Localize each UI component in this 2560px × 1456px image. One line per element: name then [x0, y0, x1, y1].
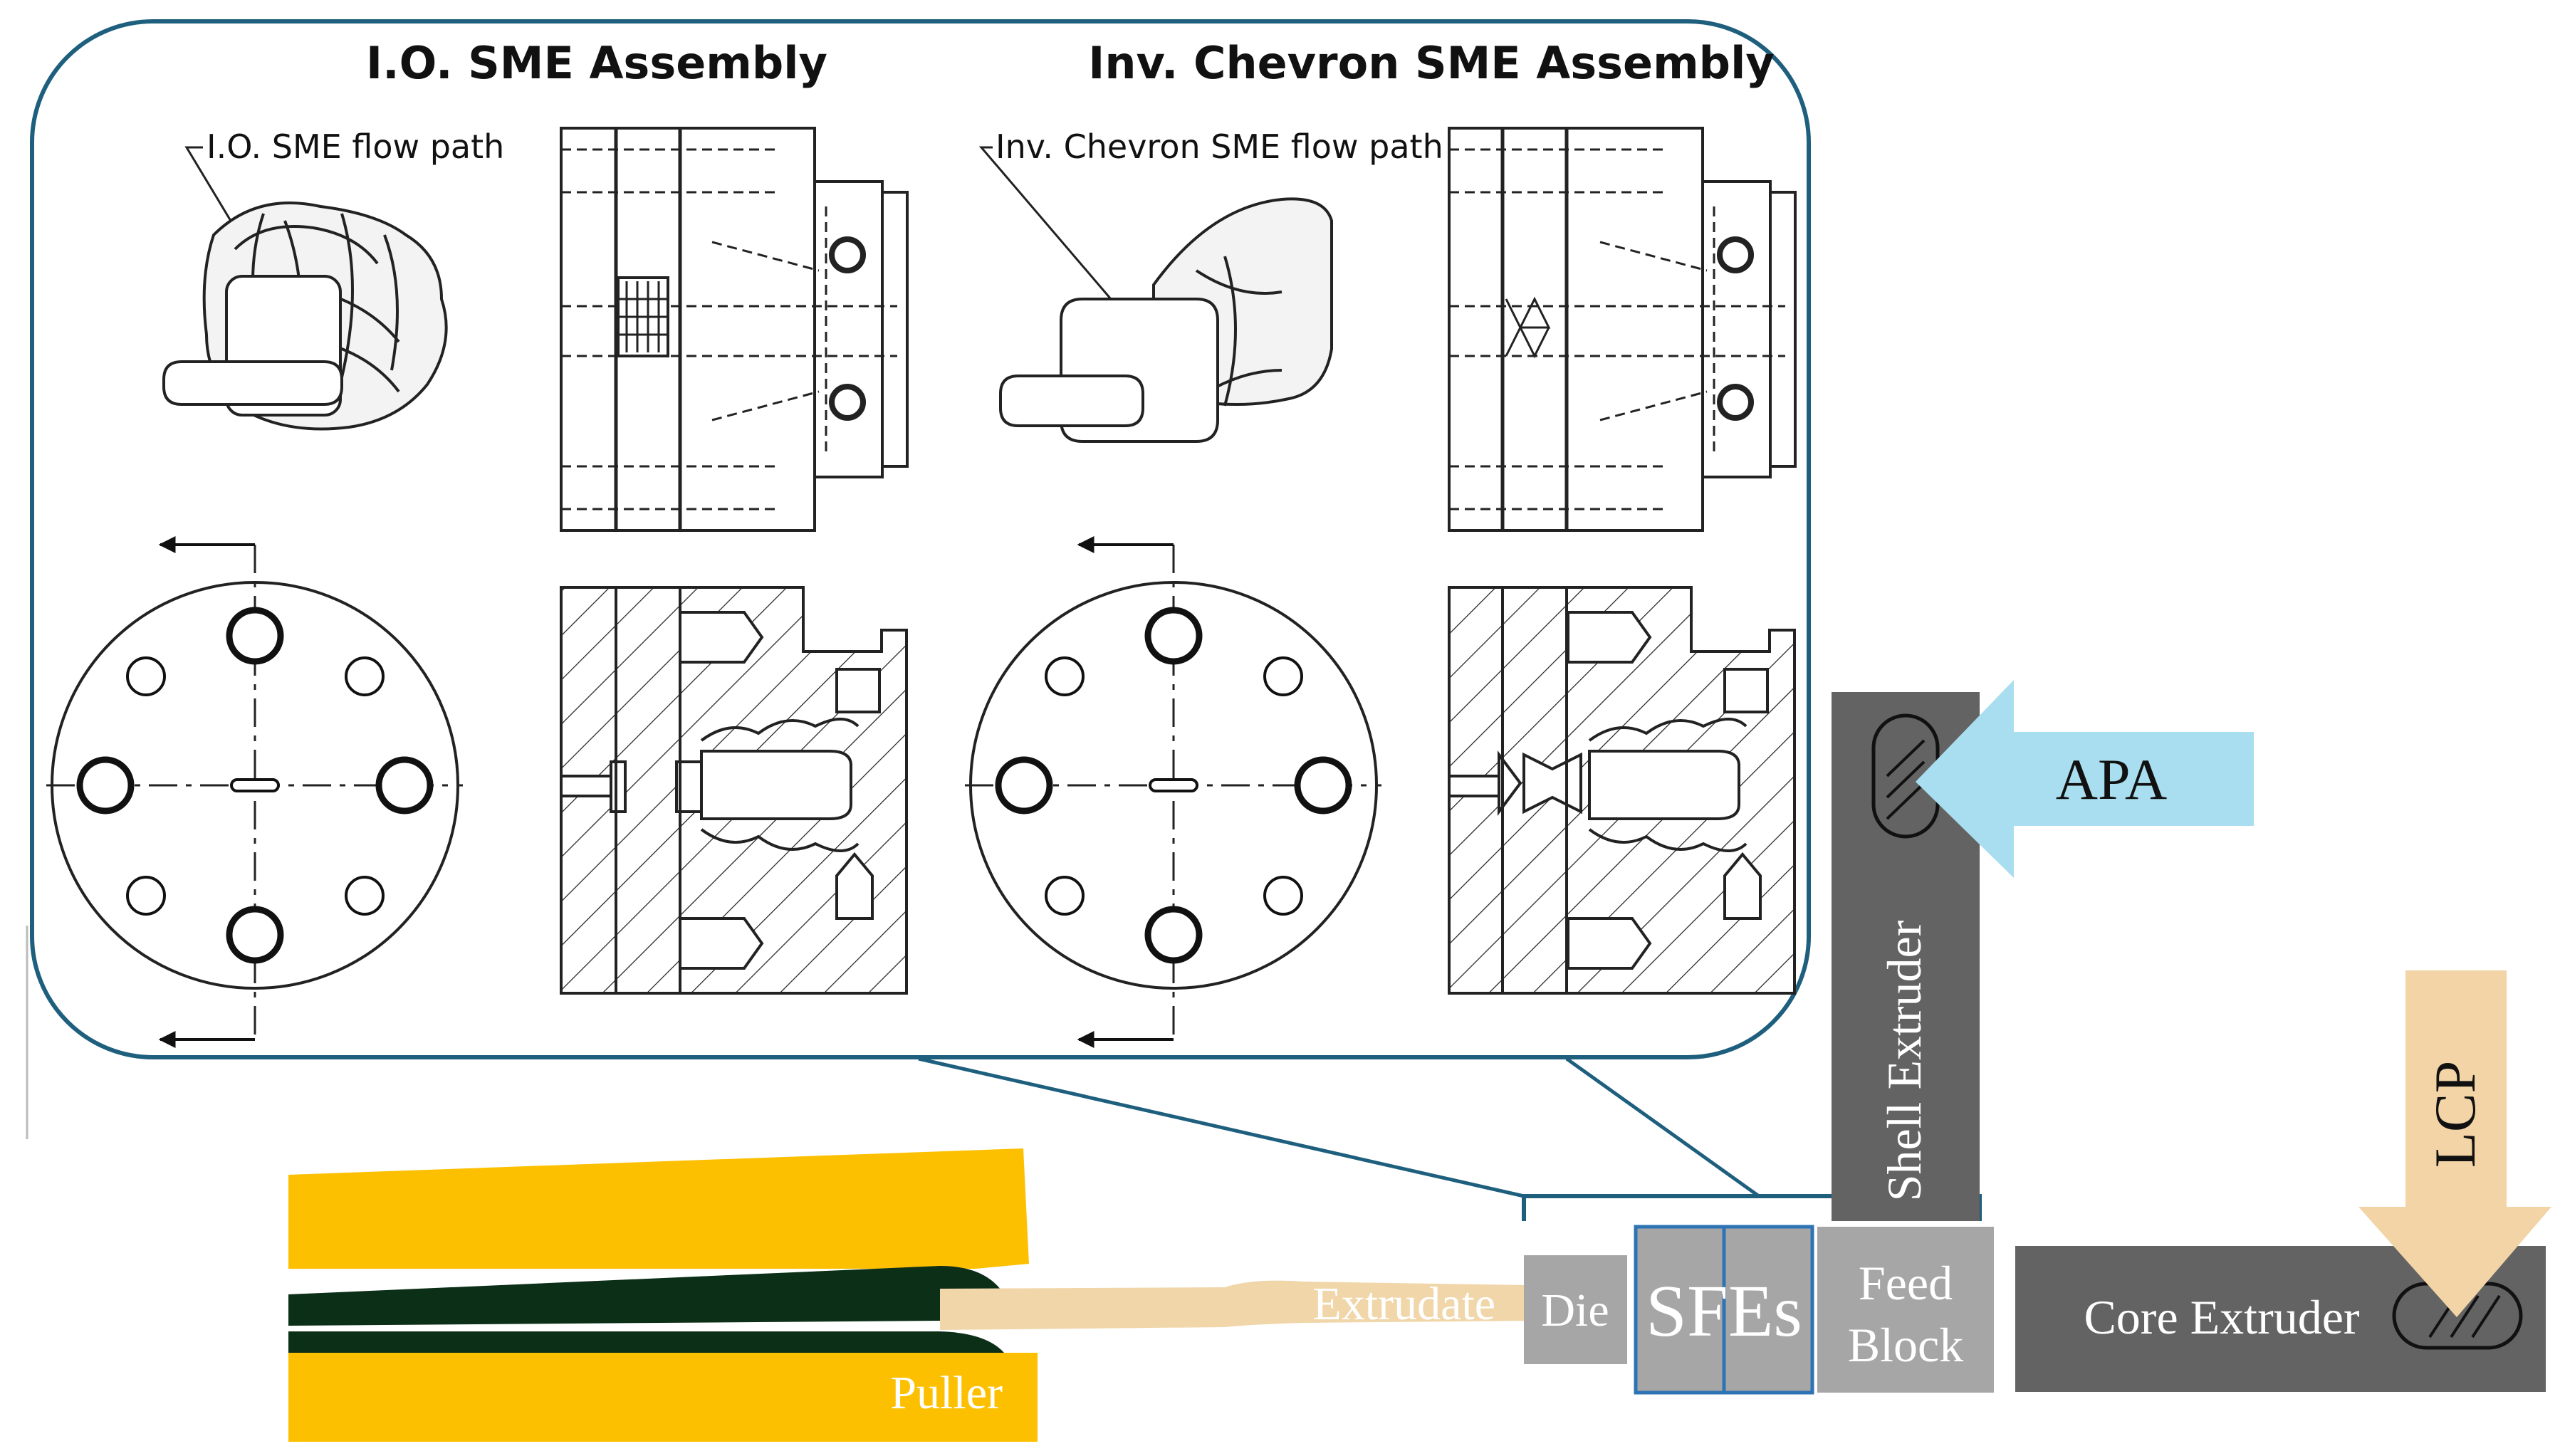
lcp-arrow [2358, 970, 2551, 1317]
apa-label: APA [2056, 747, 2168, 812]
puller-top-roll [288, 1148, 1029, 1269]
puller-top-belt [288, 1266, 1004, 1326]
chevron-leader-line [978, 146, 1112, 300]
extrudate-label: Extrudate [1312, 1278, 1495, 1330]
panel-connector-right [1565, 1057, 1760, 1198]
apa-arrow [1916, 680, 2254, 878]
apa-feed: APA [1916, 680, 2254, 878]
core-extruder: Core Extruder [2015, 1246, 2546, 1392]
chevron-flow-path-label: Inv. Chevron SME flow path [996, 127, 1443, 166]
lcp-feed: LCP [2358, 970, 2551, 1317]
feed-block-label-line2: Block [1848, 1318, 1963, 1372]
die-label: Die [1541, 1284, 1609, 1336]
io-side-view [560, 127, 909, 532]
chevron-section-view [1448, 586, 1796, 995]
core-extruder-label: Core Extruder [2084, 1290, 2359, 1344]
puller-bottom-roll [288, 1353, 1038, 1442]
shell-extruder-label: Shell Extruder [1877, 920, 1931, 1201]
feed-block-box [1817, 1227, 1994, 1393]
puller-label: Puller [890, 1367, 1003, 1419]
puller: Puller [288, 1148, 1038, 1442]
extrudate-strand [940, 1280, 1527, 1330]
puller-bottom-belt [288, 1331, 1004, 1353]
chevron-front-plate [965, 536, 1381, 1048]
io-assembly-title: I.O. SME Assembly [366, 37, 827, 89]
feed-block-label-line1: Feed [1859, 1256, 1953, 1310]
die-block [1524, 1255, 1627, 1364]
io-flow-path-model [162, 201, 448, 431]
sfes-label: SFEs [1646, 1270, 1802, 1352]
lcp-label: LCP [2423, 1061, 2487, 1168]
io-section-view [560, 586, 908, 995]
chevron-flow-path-model [999, 197, 1333, 443]
sme-detail-panel: I.O. SME Assembly Inv. Chevron SME Assem… [26, 19, 1811, 1139]
chevron-side-view [1448, 127, 1797, 532]
panel-connector-left [918, 1057, 1525, 1198]
chevron-assembly-title: Inv. Chevron SME Assembly [1088, 37, 1774, 89]
io-flow-path-label: I.O. SME flow path [207, 127, 504, 166]
sfes: SFEs [1634, 1225, 1814, 1395]
feed-block: Feed Block [1817, 1227, 1994, 1393]
die: Die [1524, 1255, 1627, 1364]
io-front-plate [46, 536, 463, 1048]
